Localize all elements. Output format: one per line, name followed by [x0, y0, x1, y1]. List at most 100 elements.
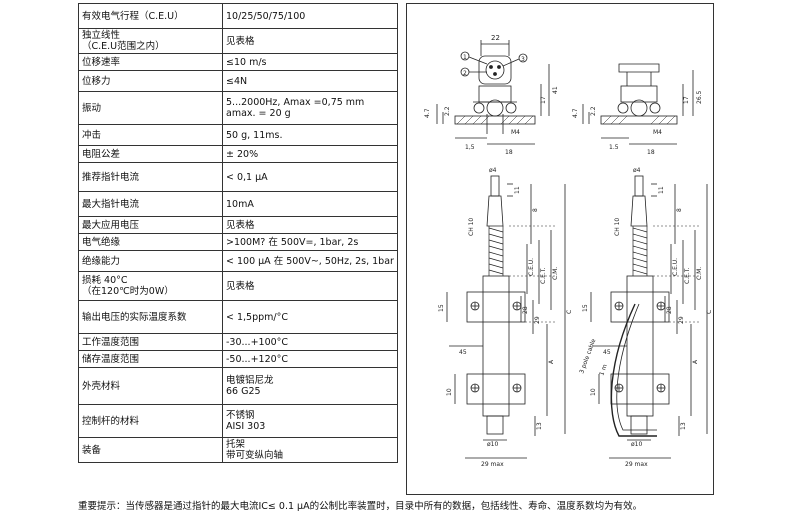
dim-m4-r: M4	[653, 129, 662, 136]
spec-row: 最大指针电流 10mA	[78, 191, 398, 217]
spec-value-line: 见表格	[226, 280, 255, 292]
dim-45-r: 45	[603, 349, 611, 356]
dim-cet: C.E.T.	[540, 267, 547, 284]
spec-value-line: -50...+120°C	[226, 353, 289, 365]
spec-row: 工作温度范围-30...+100°C	[78, 333, 398, 351]
spec-value-line: 10mA	[226, 198, 254, 210]
spec-label-line: 输出电压的实际温度系数	[82, 311, 187, 323]
dim-2-2-r: 2.2	[590, 106, 597, 116]
spec-label: 位移力	[78, 70, 223, 92]
dim-2-2: 2.2	[444, 106, 451, 116]
spec-label: 最大应用电压	[78, 216, 223, 234]
dim-a-r: A	[692, 359, 699, 364]
spec-value-line: ± 20%	[226, 148, 259, 160]
dim-29max-r: 29 max	[625, 461, 648, 468]
spec-value: 见表格	[222, 216, 398, 234]
spec-value-line: < 0,1 μA	[226, 171, 268, 183]
dim-29: 29	[534, 316, 541, 324]
dim-phi10-r: ø10	[631, 441, 642, 448]
spec-label-line: 最大指针电流	[82, 198, 140, 210]
dim-ch10-r: CH 10	[614, 218, 621, 236]
dim-26-5: 26.5	[696, 90, 703, 104]
spec-label: 外壳材料	[78, 367, 223, 405]
spec-value-line: 见表格	[226, 219, 255, 231]
spec-label-line: 电阻公差	[82, 148, 121, 160]
spec-label-line: 控制杆的材料	[82, 415, 140, 427]
side-view-right: ø4 11 CH 10 3 pole cable 1 m ø10 29 max …	[578, 167, 713, 468]
dim-ceu-r: C.E.U.	[672, 258, 679, 276]
dim-11: 11	[514, 186, 521, 194]
dim-18: 18	[505, 149, 513, 156]
dim-8-r: 8	[676, 208, 683, 212]
dim-15: 15	[438, 304, 445, 312]
dim-m4: M4	[511, 129, 520, 136]
spec-label-line: 振动	[82, 102, 102, 114]
important-note: 重要提示：当传感器是通过指针的最大电流IC≤ 0.1 μA的公制比率装置时，目录…	[78, 501, 643, 512]
spec-label: 推荐指针电流	[78, 162, 223, 192]
dim-28-r: 28	[666, 306, 673, 314]
spec-label-line: 绝缘能力	[82, 255, 121, 267]
spec-value-line: AISI 303	[226, 421, 266, 432]
spec-label-line: 有效电气行程（C.E.U）	[82, 10, 184, 22]
spec-value: 托架带可变纵向轴	[222, 437, 398, 463]
cable-length: 1 m	[598, 363, 609, 376]
dim-1-5-r: 1.5	[609, 144, 619, 151]
spec-row: 位移速率≤10 m/s	[78, 53, 398, 71]
spec-value: 见表格	[222, 271, 398, 301]
spec-row: 有效电气行程（C.E.U） 10/25/50/75/100	[78, 3, 398, 29]
dim-ceu: C.E.U.	[528, 258, 535, 276]
pin-1-label: 1	[463, 54, 467, 61]
spec-row: 独立线性（C.E.U范围之内）见表格	[78, 28, 398, 54]
spec-value: 50 g, 11ms.	[222, 124, 398, 146]
dim-18-r: 18	[647, 149, 655, 156]
spec-row: 输出电压的实际温度系数 < 1,5ppm/°C	[78, 300, 398, 334]
pin-3-label: 3	[521, 56, 525, 63]
spec-label-line: 外壳材料	[82, 380, 121, 392]
dim-28: 28	[522, 306, 529, 314]
spec-label-line: 冲击	[82, 129, 102, 141]
spec-table-body: 有效电气行程（C.E.U） 10/25/50/75/100 独立线性（C.E.U范围…	[78, 3, 398, 463]
spec-value-line: 10/25/50/75/100	[226, 10, 306, 22]
dim-cet-r: C.E.T.	[684, 267, 691, 284]
spec-label-line: 位移力	[82, 75, 111, 87]
spec-row: 最大应用电压见表格	[78, 216, 398, 234]
dim-45: 45	[459, 349, 467, 356]
dim-phi4: ø4	[489, 167, 497, 174]
spec-value: ± 20%	[222, 145, 398, 163]
spec-value-line: < 100 μA 在 500V~, 50Hz, 2s, 1bar	[226, 255, 394, 267]
spec-label: 损耗 40°C（在120℃时为0W）	[78, 271, 223, 301]
spec-label-line: 独立线性	[82, 30, 121, 41]
spec-value: -50...+120°C	[222, 350, 398, 368]
spec-label-line: 储存温度范围	[82, 353, 140, 365]
spec-value-line: 托架	[226, 439, 246, 450]
spec-label: 冲击	[78, 124, 223, 146]
spec-label: 位移速率	[78, 53, 223, 71]
end-view-right: 4.7 2.2 17 26.5 1.5 18 M4	[572, 63, 703, 156]
spec-row: 装备托架带可变纵向轴	[78, 437, 398, 463]
dim-4-7: 4.7	[424, 108, 431, 118]
spec-value: -30...+100°C	[222, 333, 398, 351]
dim-cm: C.M.	[552, 267, 559, 280]
pin-2-label: 2	[463, 70, 467, 77]
spec-value: ≤4N	[222, 70, 398, 92]
spec-value-line: < 1,5ppm/°C	[226, 311, 288, 323]
dim-13-r: 13	[680, 422, 687, 430]
spec-table: 有效电气行程（C.E.U） 10/25/50/75/100 独立线性（C.E.U范围…	[78, 3, 398, 463]
spec-label-line: 损耗 40°C	[82, 275, 128, 286]
spec-value-line: >100M? 在 500V=, 1bar, 2s	[226, 236, 359, 248]
spec-value: 见表格	[222, 28, 398, 54]
spec-value: < 1,5ppm/°C	[222, 300, 398, 334]
dim-a: A	[548, 359, 555, 364]
end-view-left: 22 1 2 3 4.7 2.2 1,5 18 M4 17 4	[424, 34, 559, 156]
spec-value-line: 5...2000Hz, Amax =0,75 mm	[226, 97, 365, 108]
drawing-frame: 22 1 2 3 4.7 2.2 1,5 18 M4 17 4	[406, 3, 714, 495]
dim-cm-r: C.M.	[696, 267, 703, 280]
dim-c-r: C	[706, 310, 713, 314]
spec-value: >100M? 在 500V=, 1bar, 2s	[222, 233, 398, 251]
spec-value-line: ≤10 m/s	[226, 56, 267, 68]
spec-value: 10/25/50/75/100	[222, 3, 398, 29]
spec-row: 电气绝缘>100M? 在 500V=, 1bar, 2s	[78, 233, 398, 251]
